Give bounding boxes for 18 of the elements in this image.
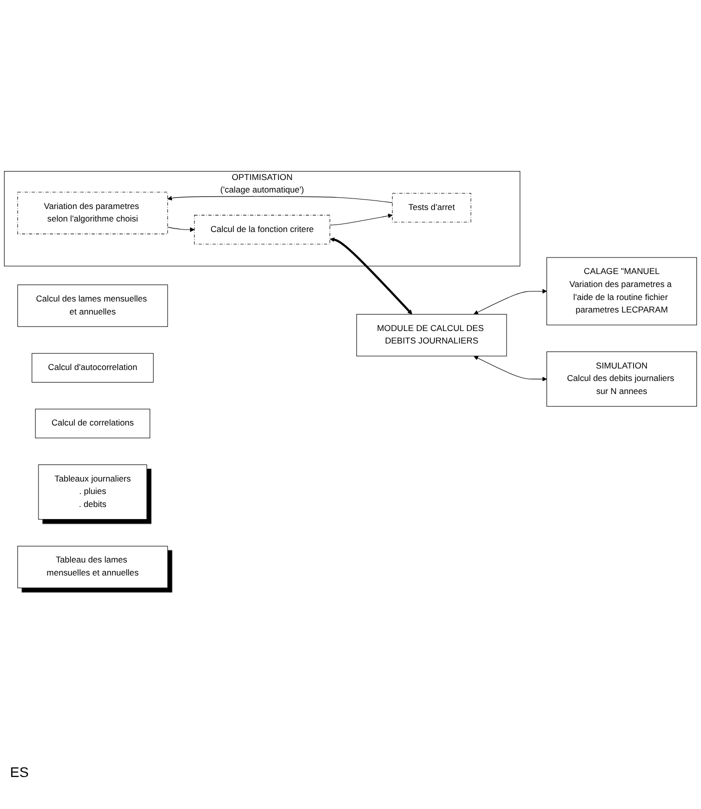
node-box: Calcul d'autocorrelation bbox=[32, 353, 154, 383]
arrow bbox=[330, 238, 412, 315]
node-box: Tableaux journaliers . pluies . debits bbox=[38, 464, 148, 520]
node-box: Variation des parametres selon l'algorithme choisi bbox=[17, 192, 168, 235]
arrow bbox=[330, 214, 393, 226]
node-box: MODULE DE CALCUL DES DEBITS JOURNALIERS bbox=[356, 314, 507, 357]
node-box: Tests d'arret bbox=[392, 193, 472, 223]
node-box: Calcul de correlations bbox=[35, 409, 150, 439]
arrow bbox=[167, 196, 393, 204]
node-box: SIMULATION Calcul des debits journaliers sur N annees bbox=[546, 352, 697, 408]
arrow bbox=[474, 289, 547, 315]
arrow bbox=[474, 356, 547, 382]
arrow bbox=[167, 227, 195, 232]
note-text: ES bbox=[10, 764, 30, 780]
node-box: Tableau des lames mensuelles et annuelles bbox=[17, 546, 168, 589]
node-box: CALAGE "MANUEL Variation des parametres a l'aide de la routine fichier parametres LECPARAM bbox=[546, 258, 697, 326]
node-box: Calcul des lames mensuelles et annuelles bbox=[17, 284, 168, 328]
node-box: Calcul de la fonction critere bbox=[194, 215, 330, 245]
